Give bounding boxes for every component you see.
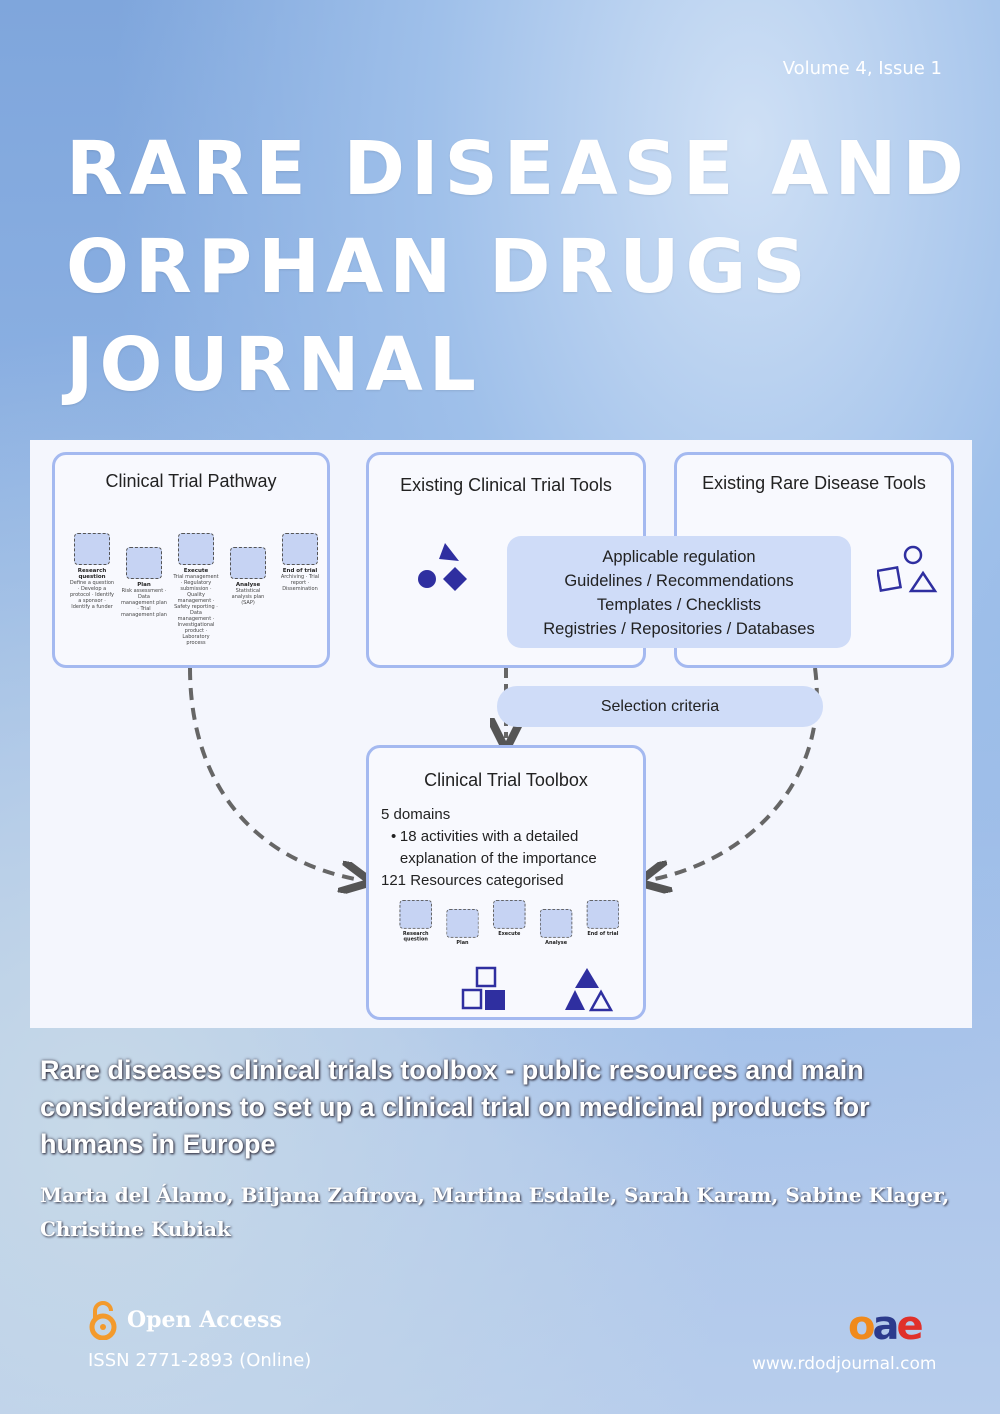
triangles-icon	[565, 968, 614, 1012]
article-authors: Marta del Álamo, Biljana Zafirova, Marti…	[40, 1183, 950, 1241]
resource-type: Applicable regulation	[602, 548, 756, 566]
toolbox-resources: 121 Resources categorised	[381, 872, 564, 889]
squares-icon	[461, 966, 505, 1010]
clinical-trial-pathway-box: Clinical Trial Pathway Research question…	[52, 452, 330, 668]
publisher-logo: oae	[848, 1303, 924, 1349]
open-access-label: Open Access	[127, 1307, 282, 1333]
article-title: Rare diseases clinical trials toolbox - …	[40, 1055, 870, 1159]
selection-criteria: Selection criteria	[497, 686, 823, 727]
toolbox-domains: 5 domains	[381, 806, 451, 823]
toolbox-activities: 18 activities with a detailed explanatio…	[399, 828, 597, 867]
resource-type: Guidelines / Recommendations	[564, 572, 794, 590]
toolbox-pathway: Research question Plan Execute Analyse E…	[395, 900, 624, 946]
title-line: Journal	[66, 322, 482, 408]
clinical-trial-toolbox-box: Clinical Trial Toolbox 5 domains •18 act…	[366, 745, 646, 1020]
open-access-badge: Open Access	[85, 1300, 282, 1340]
outline-shapes-icon	[877, 545, 938, 593]
title-line: Rare Disease and	[66, 126, 970, 212]
issn: ISSN 2771-2893 (Online)	[88, 1350, 312, 1371]
title-line: Orphan Drugs	[66, 224, 812, 310]
volume-issue: Volume 4, Issue 1	[782, 58, 942, 79]
journal-url[interactable]: www.rdodjournal.com	[752, 1354, 937, 1374]
box-title: Clinical Trial Pathway	[105, 471, 277, 491]
box-title: Clinical Trial Toolbox	[424, 770, 588, 790]
box-title: Existing Clinical Trial Tools	[400, 475, 612, 495]
box-title: Existing Rare Disease Tools	[702, 473, 926, 493]
filled-shapes-icon	[418, 543, 467, 591]
shared-resources-overlap: Applicable regulation Guidelines / Recom…	[507, 536, 851, 648]
resource-type: Templates / Checklists	[596, 596, 762, 614]
resource-type: Registries / Repositories / Databases	[543, 620, 815, 638]
graphical-abstract: Clinical Trial Pathway Research question…	[30, 440, 972, 1028]
journal-title: Rare Disease and Orphan Drugs Journal	[66, 120, 970, 414]
open-access-lock-icon	[89, 1301, 117, 1340]
